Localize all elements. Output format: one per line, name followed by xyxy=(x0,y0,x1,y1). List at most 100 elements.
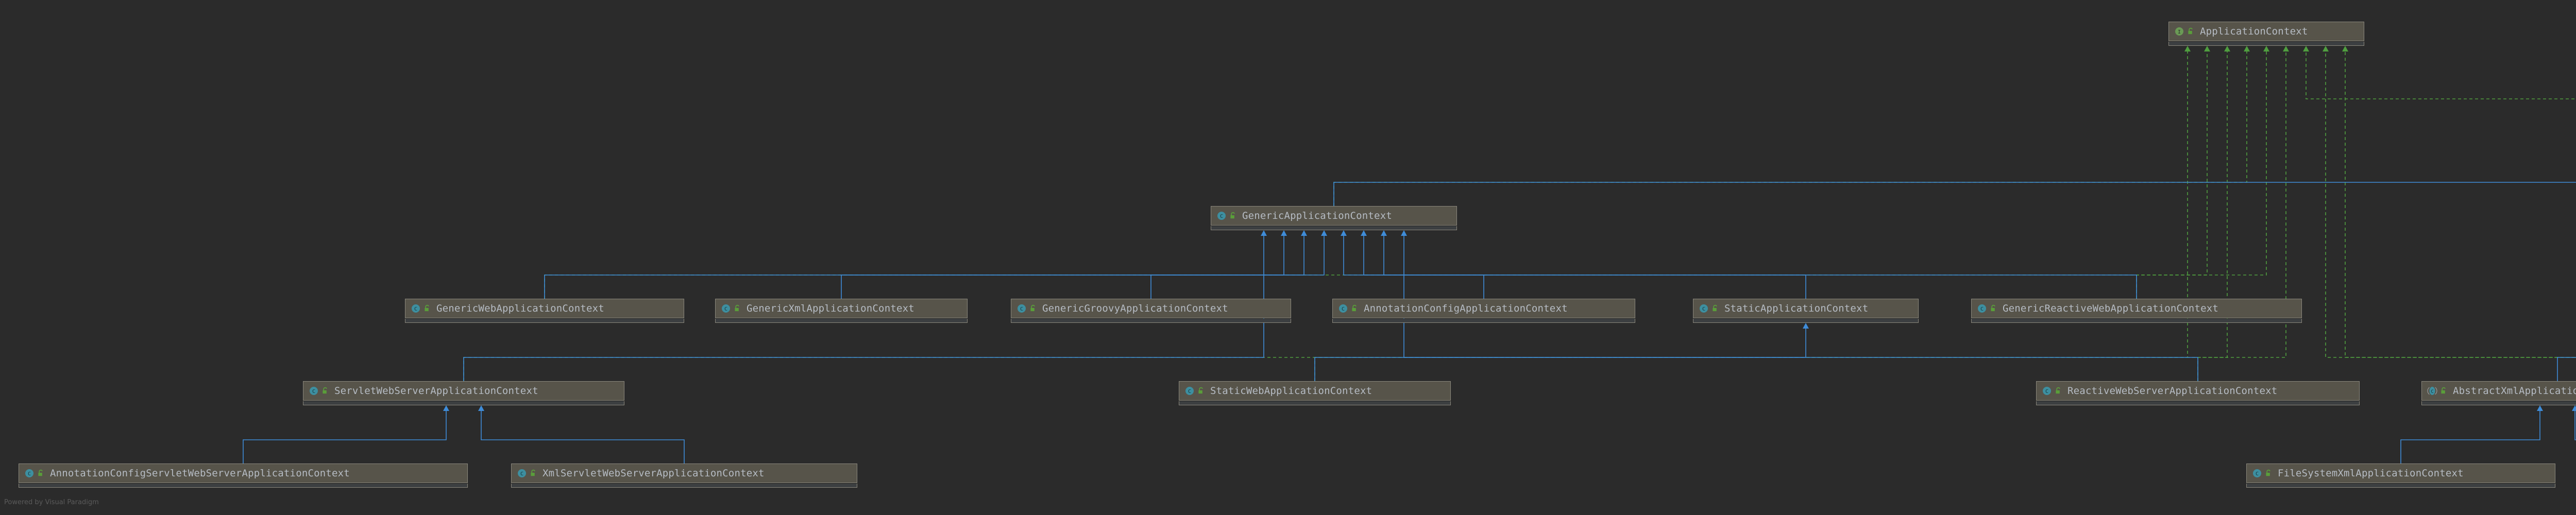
uml-arrowhead xyxy=(1361,230,1367,236)
uml-arrowhead xyxy=(1381,230,1387,236)
unlock-icon xyxy=(423,303,431,314)
uml-arrowhead xyxy=(1321,230,1327,236)
unlock-icon xyxy=(1197,386,1205,396)
uml-arrowhead xyxy=(2263,46,2269,52)
uml-arrowhead xyxy=(2224,46,2230,52)
uml-arrowhead xyxy=(1261,230,1267,236)
uml-node-member-compartment xyxy=(19,484,468,488)
svg-text:C: C xyxy=(724,306,727,312)
uml-arrowhead xyxy=(1803,323,1809,329)
uml-node-label: GenericGroovyApplicationContext xyxy=(1042,302,1228,314)
uml-node-label: XmlServletWebServerApplicationContext xyxy=(543,467,765,479)
class-icon: C xyxy=(2042,386,2052,396)
uml-node-GenericWebApplicationContext[interactable]: C GenericWebApplicationContext xyxy=(405,299,684,323)
uml-arrowhead xyxy=(2323,46,2329,52)
uml-node-member-compartment xyxy=(1011,319,1291,323)
uml-node-member-compartment xyxy=(1971,319,2302,323)
uml-node-member-compartment xyxy=(303,401,624,405)
svg-text:C: C xyxy=(2045,389,2048,394)
unlock-icon xyxy=(321,386,329,396)
unlock-icon xyxy=(1989,303,1997,314)
svg-text:C: C xyxy=(28,471,31,477)
uml-node-StaticApplicationContext[interactable]: C StaticApplicationContext xyxy=(1693,299,1919,323)
uml-node-StaticWebApplicationContext[interactable]: C StaticWebApplicationContext xyxy=(1179,381,1451,405)
uml-edge-extends-GenericWebApplicationContext-to-GenericApplicationContext xyxy=(544,230,1287,299)
uml-node-label: AbstractXmlApplicationContext xyxy=(2453,385,2576,397)
svg-text:C: C xyxy=(414,306,417,312)
class-icon: C xyxy=(1184,386,1195,396)
uml-edge-extends-AnnotationConfigServletWebServerApplicationContext-to-ServletWebServerApplicationContext xyxy=(243,405,449,464)
uml-arrowhead xyxy=(1301,230,1307,236)
svg-text:C: C xyxy=(2431,389,2433,394)
class-icon: C xyxy=(1016,303,1027,314)
uml-node-ApplicationContext[interactable]: I ApplicationContext xyxy=(2168,22,2364,46)
uml-node-member-compartment xyxy=(2168,42,2364,46)
uml-edge-implements-AbstractApplicationContext-to-ApplicationContext xyxy=(2303,46,2576,99)
uml-node-label: GenericXmlApplicationContext xyxy=(747,302,914,314)
uml-edge-extends-GenericGroovyApplicationContext-to-GenericApplicationContext xyxy=(1150,230,1327,299)
class-icon: C xyxy=(24,468,35,478)
unlock-icon xyxy=(1711,303,1719,314)
uml-node-member-compartment xyxy=(2036,401,2360,405)
unlock-icon xyxy=(2439,386,2448,396)
uml-edge-extends-ClassPathXmlApplicationContext-to-AbstractXmlApplicationContext xyxy=(2572,405,2576,440)
class-icon: C xyxy=(721,303,731,314)
uml-node-member-compartment xyxy=(405,319,684,323)
class-icon: C xyxy=(517,468,527,478)
svg-text:I: I xyxy=(2178,29,2181,35)
unlock-icon xyxy=(529,468,537,478)
unlock-icon xyxy=(2264,468,2273,478)
watermark-left: Powered by Visual Paradigm xyxy=(4,499,99,506)
unlock-icon xyxy=(1029,303,1037,314)
uml-node-member-compartment xyxy=(1211,226,1457,230)
svg-text:C: C xyxy=(1188,389,1191,394)
uml-node-label: FileSystemXmlApplicationContext xyxy=(2278,467,2464,479)
uml-node-AnnotationConfigServletWebServerApplicationContext[interactable]: C AnnotationConfigServletWebServerApplica… xyxy=(19,464,468,488)
uml-node-label: StaticWebApplicationContext xyxy=(1210,385,1372,397)
uml-node-label: ApplicationContext xyxy=(2200,25,2308,37)
svg-text:C: C xyxy=(1702,306,1705,312)
uml-node-GenericXmlApplicationContext[interactable]: C GenericXmlApplicationContext xyxy=(715,299,968,323)
class-icon: C xyxy=(411,303,421,314)
interface-icon: I xyxy=(2174,26,2184,37)
unlock-icon xyxy=(2054,386,2062,396)
uml-node-XmlServletWebServerApplicationContext[interactable]: C XmlServletWebServerApplicationContext xyxy=(511,464,857,488)
uml-edge-extends-GenericApplicationContext-to-AbstractApplicationContext xyxy=(1333,182,2576,206)
uml-edge-implements-GenericReactiveWebApplicationContext-to-ApplicationContext xyxy=(2136,46,2269,299)
class-icon: C xyxy=(2252,468,2262,478)
class-icon: C xyxy=(1338,303,1348,314)
uml-node-GenericGroovyApplicationContext[interactable]: C GenericGroovyApplicationContext xyxy=(1011,299,1291,323)
uml-node-label: GenericWebApplicationContext xyxy=(436,302,604,314)
uml-arrowhead xyxy=(1401,230,1407,236)
uml-edge-extends-AnnotationConfigApplicationContext-to-GenericApplicationContext xyxy=(1341,230,1484,299)
uml-node-member-compartment xyxy=(511,484,857,488)
class-icon: C xyxy=(309,386,319,396)
svg-text:C: C xyxy=(1342,306,1345,312)
uml-arrowhead xyxy=(2537,405,2543,411)
uml-node-label: AnnotationConfigServletWebServerApplicat… xyxy=(50,467,350,479)
uml-edge-extends-FileSystemXmlApplicationContext-to-AbstractXmlApplicationContext xyxy=(2400,405,2543,464)
uml-arrowhead xyxy=(2204,46,2210,52)
class-icon: C xyxy=(1699,303,1709,314)
uml-node-AbstractXmlApplicationContext[interactable]: C AbstractXmlApplicationContext xyxy=(2421,381,2576,405)
uml-arrowhead xyxy=(1341,230,1347,236)
abstract-class-icon: C xyxy=(2427,386,2437,396)
uml-arrowhead xyxy=(1281,230,1287,236)
uml-node-label: StaticApplicationContext xyxy=(1724,302,1869,314)
svg-text:C: C xyxy=(1220,214,1223,219)
uml-node-member-compartment xyxy=(715,319,968,323)
uml-arrowhead xyxy=(443,405,449,411)
uml-edge-implements-GenericApplicationContext-to-ApplicationContext xyxy=(1333,46,2250,206)
uml-edge-extends-StaticWebApplicationContext-to-StaticApplicationContext xyxy=(1314,323,1809,381)
uml-edge-implements-GenericWebApplicationContext-to-ApplicationContext xyxy=(544,46,2210,299)
uml-node-member-compartment xyxy=(2421,401,2576,405)
uml-node-FileSystemXmlApplicationContext[interactable]: C FileSystemXmlApplicationContext xyxy=(2246,464,2555,488)
unlock-icon xyxy=(733,303,741,314)
